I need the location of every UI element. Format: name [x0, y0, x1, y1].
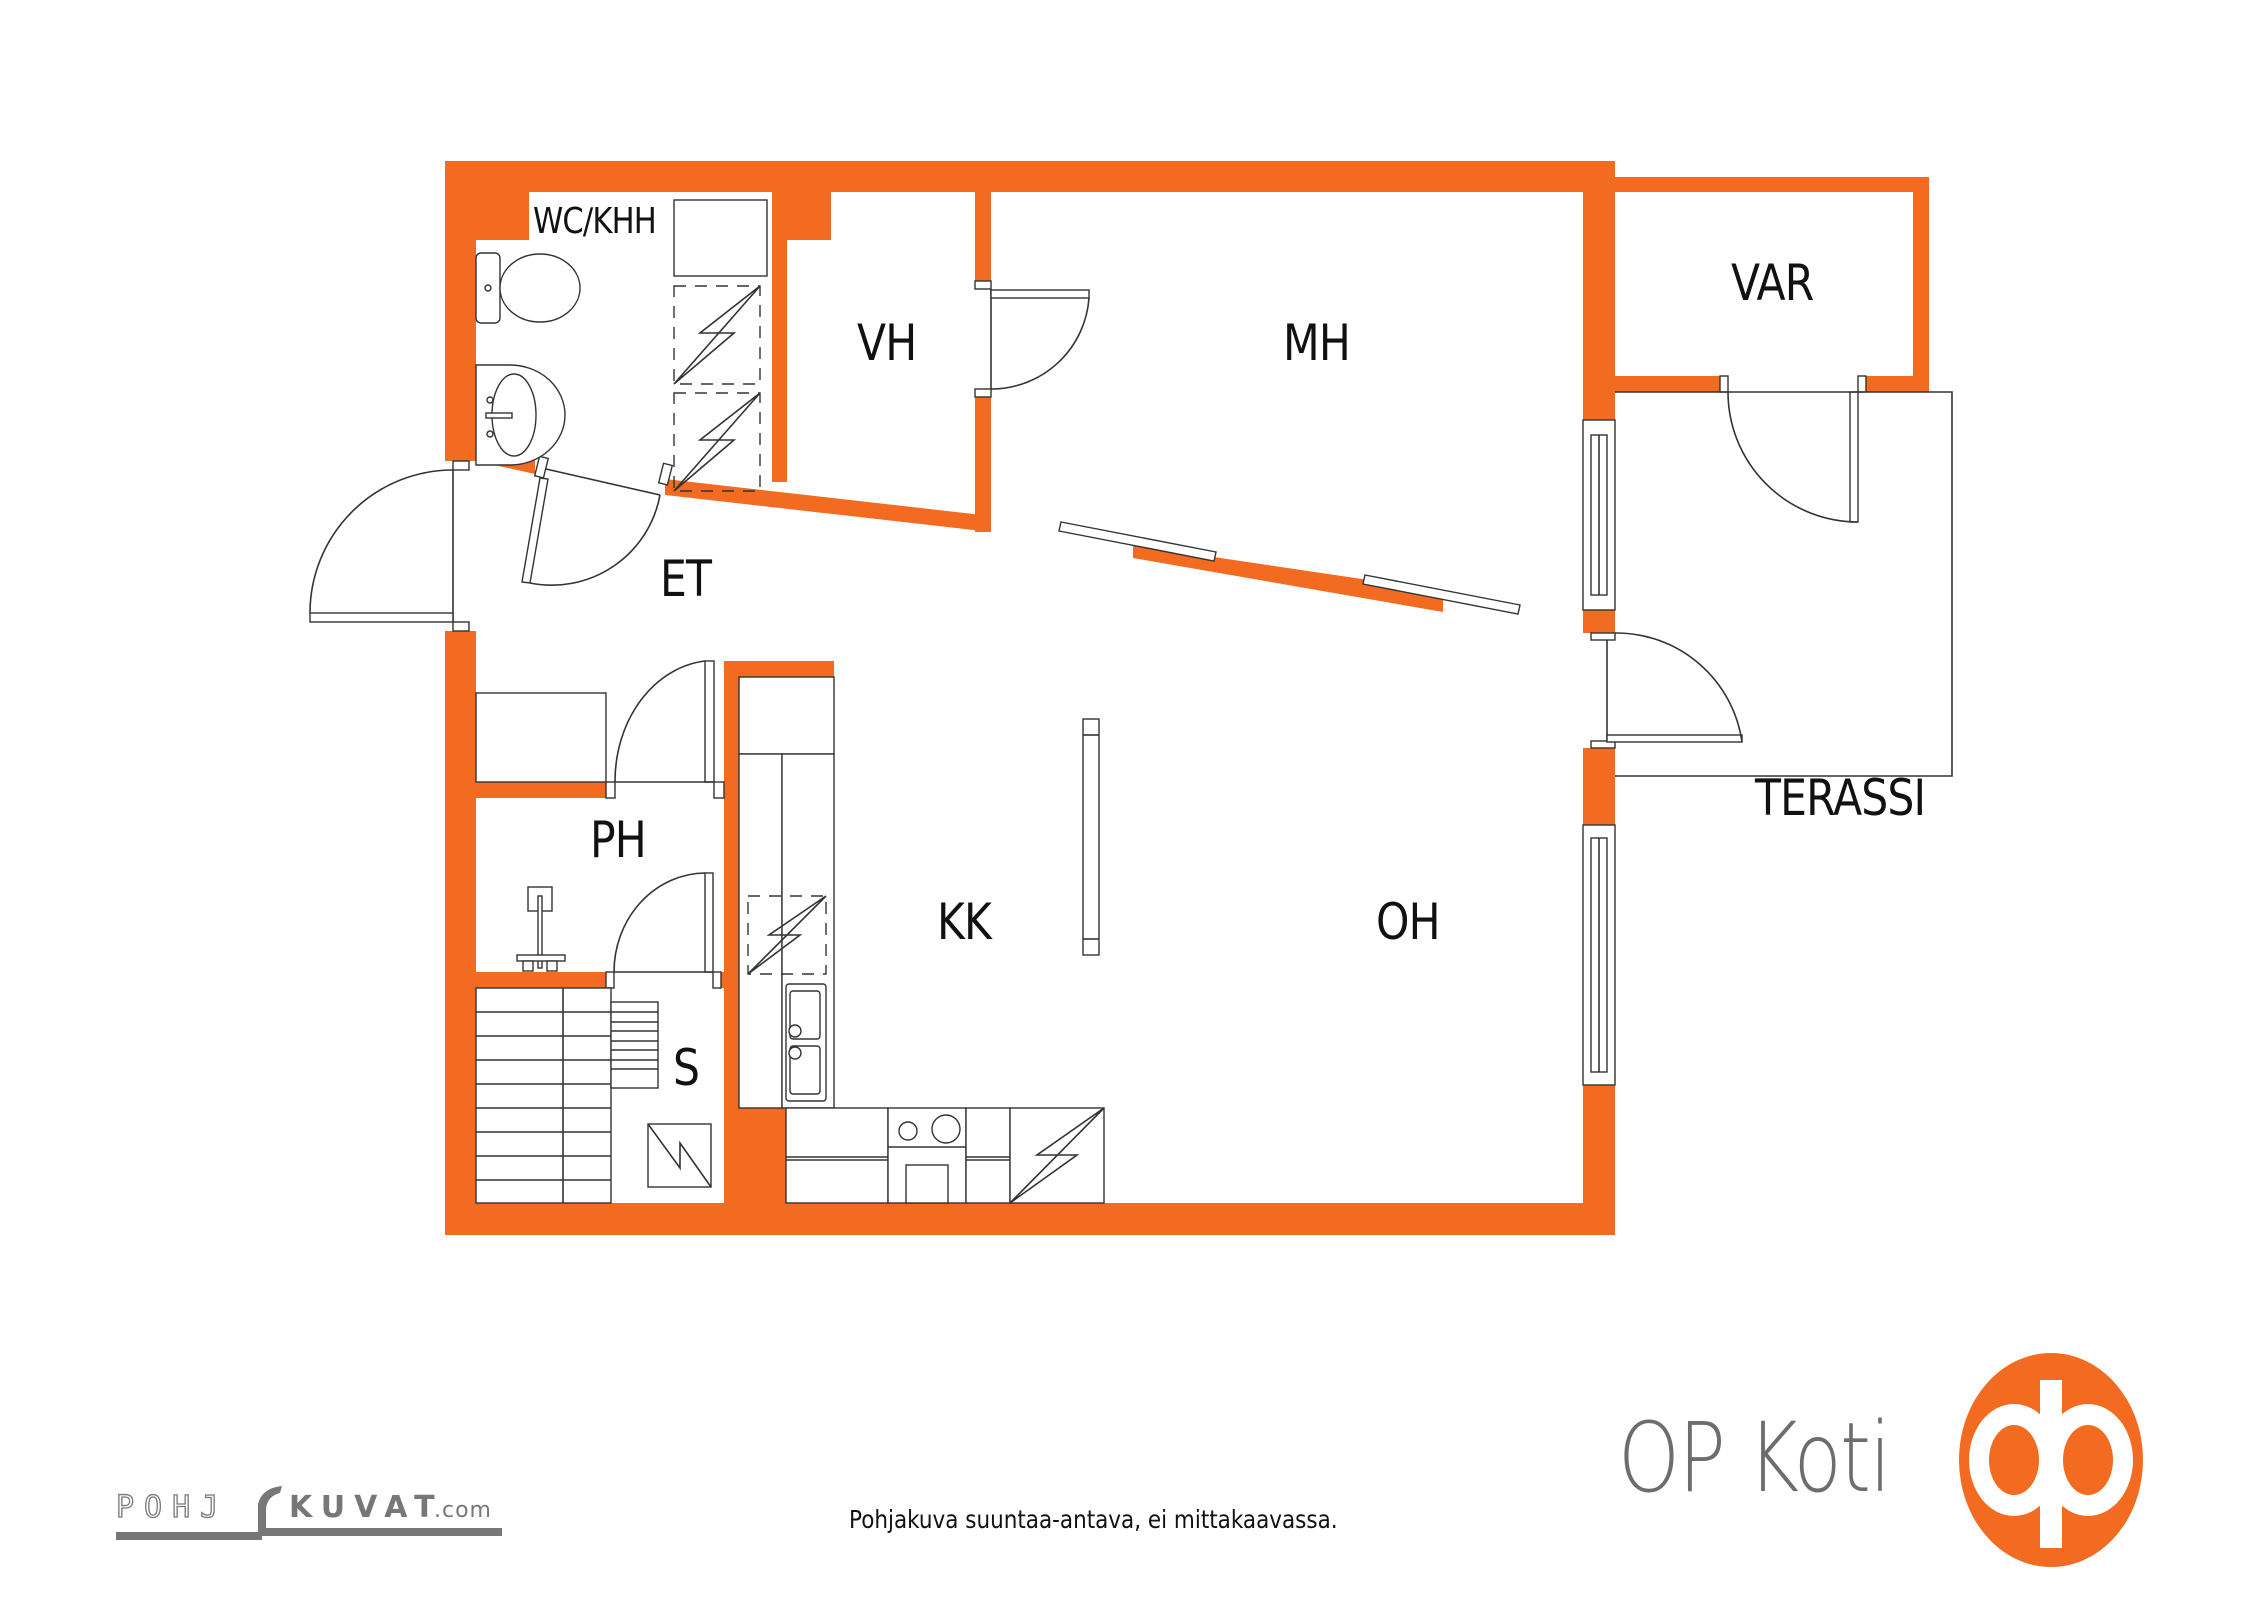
credit-part-2: KUVAT	[289, 1490, 444, 1525]
doors	[309, 280, 1953, 1086]
credit-part-3: .com	[434, 1498, 492, 1523]
sink-icon	[475, 364, 566, 466]
room-label-et: ET	[660, 550, 712, 608]
ph-closet-door	[605, 660, 725, 799]
wc-door	[521, 455, 674, 586]
sliding-door-left	[1058, 521, 1217, 562]
kitchen-sink-icon	[785, 983, 827, 1102]
toilet-icon	[475, 252, 581, 324]
sliding-door-right	[1362, 574, 1521, 615]
pohjakuvat-credit: POHJ KUVAT .com	[115, 1489, 506, 1536]
entry-door	[309, 460, 470, 632]
window-lower	[1582, 824, 1616, 1086]
closet	[475, 692, 607, 783]
var-door	[1719, 375, 1867, 523]
op-logo-icon	[1959, 1353, 2143, 1567]
room-label-ph: PH	[590, 811, 647, 869]
fixtures	[475, 199, 1105, 1204]
room-label-vh: VH	[857, 314, 917, 372]
window-upper	[1582, 419, 1616, 611]
kitchen-counter-south	[785, 1107, 1105, 1204]
terrace-door	[1590, 632, 1743, 749]
walls	[445, 161, 1929, 1235]
room-label-s: S	[673, 1039, 700, 1097]
room-label-kk: KK	[937, 893, 992, 951]
shower-icon	[516, 886, 566, 972]
room-divider	[1082, 718, 1100, 956]
room-label-mh: MH	[1283, 314, 1351, 372]
dryer-icon	[673, 392, 761, 492]
brand-name: OP Koti	[1618, 1402, 1891, 1514]
vh-door	[974, 280, 1090, 398]
sauna-heater-icon	[647, 1123, 712, 1188]
room-label-wc-khh: WC/KHH	[533, 201, 657, 242]
terrace-outline	[1615, 391, 1953, 777]
kitchen-tall-cabinet	[738, 676, 835, 755]
sauna-door	[605, 872, 722, 989]
pohjakuvat-logo-icon	[116, 1486, 502, 1540]
stairs-icon	[475, 987, 612, 1204]
washer-icon	[673, 285, 761, 385]
wc-cabinet	[673, 199, 768, 277]
disclaimer-text: Pohjakuva suuntaa-antava, ei mittakaavas…	[849, 1505, 1338, 1534]
credit-part-1: POHJ	[115, 1489, 229, 1525]
room-label-oh: OH	[1376, 893, 1441, 951]
dishwasher-icon	[747, 895, 827, 975]
sauna-bench-icon	[610, 1001, 659, 1089]
room-label-terassi: TERASSI	[1755, 769, 1926, 827]
room-label-var: VAR	[1731, 254, 1814, 312]
